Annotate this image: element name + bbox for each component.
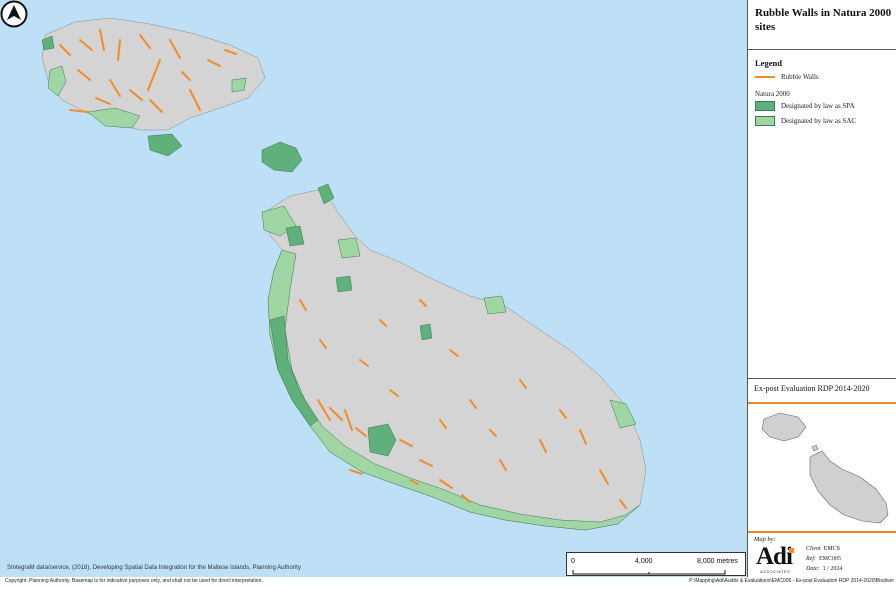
malta-spa-north — [285, 225, 305, 247]
malta-spa-small — [419, 323, 433, 341]
malta-sac-mellieha — [337, 237, 361, 259]
rubble-walls-swatch — [755, 76, 775, 78]
inset-comino — [811, 444, 819, 452]
map-graphics — [41, 17, 647, 531]
legend-title: Legend — [755, 58, 782, 68]
logo-text: Adi — [756, 543, 793, 570]
map-sidebar-panel: Rubble Walls in Natura 2000 sites Legend… — [748, 0, 896, 577]
divider — [748, 378, 896, 379]
map-footer: Copyright: Planning Authority. Basemap i… — [0, 577, 896, 589]
date-line: Date:1 / 2024 — [806, 566, 842, 572]
malta-sac-east — [483, 295, 507, 315]
scale-bar-graphic — [572, 570, 726, 575]
legend-label-spa: Designated by law as SPA — [781, 102, 855, 110]
gozo-sac-south — [87, 107, 141, 129]
logo-accent — [789, 548, 794, 553]
file-path: P:\Mapping\Adi\Audits & Evaluations\EMC0… — [689, 578, 894, 584]
spa-swatch — [755, 101, 775, 111]
inset-overview-map — [761, 412, 889, 524]
divider — [748, 49, 896, 50]
client-label: Client — [806, 546, 821, 552]
gozo-sac-east — [231, 77, 247, 93]
ref-line: Ref:EMC005 — [806, 556, 841, 562]
adi-associates-logo: Adi ASSOCIATES — [756, 543, 796, 575]
comino-island — [261, 141, 303, 173]
legend-natura-heading: Natura 2000 — [755, 90, 790, 98]
project-label: Ex-post Evaluation RDP 2014-2020 — [754, 384, 870, 393]
legend-item-sac: Designated by law as SAC — [755, 116, 856, 126]
scale-tick-8000: 8,000 metres — [697, 558, 738, 565]
legend-label-sac: Designated by law as SAC — [781, 117, 857, 125]
date-value: 1 / 2024 — [822, 566, 843, 572]
gozo-spa-north — [41, 35, 55, 51]
malta-spa-buskett — [367, 423, 397, 457]
divider-accent — [748, 531, 896, 533]
date-label: Date: — [806, 566, 820, 572]
legend-label-rubble-walls: Rubble Walls — [781, 73, 819, 81]
scale-bar: 0 4,000 8,000 metres — [566, 552, 746, 576]
ref-value: EMC005 — [819, 556, 842, 562]
map-by-label: Map by: — [754, 536, 776, 543]
client-value: EMCS — [823, 546, 841, 552]
map-title: Rubble Walls in Natura 2000 sites — [755, 7, 892, 33]
malta-island — [264, 189, 647, 531]
malta-spa-northeast — [317, 183, 335, 205]
divider-accent — [748, 402, 896, 404]
malta-spa-cliffs — [269, 315, 319, 427]
inset-gozo — [761, 412, 807, 442]
map-canvas[interactable]: SIntegraM data/service, (2018), Developi… — [0, 0, 748, 577]
scale-tick-4000: 4,000 — [635, 558, 653, 565]
north-arrow-icon — [0, 0, 28, 28]
malta-spa-centre — [335, 275, 353, 293]
malta-sac-southeast — [609, 399, 637, 429]
scale-tick-0: 0 — [571, 558, 575, 565]
legend-item-rubble-walls: Rubble Walls — [755, 73, 819, 81]
source-note: SIntegraM data/service, (2018), Developi… — [7, 565, 301, 571]
gozo-spa-south — [147, 133, 183, 157]
logo-subtitle: ASSOCIATES — [760, 569, 791, 574]
ref-label: Ref: — [806, 556, 816, 562]
rubble-walls-layer — [59, 29, 627, 509]
copyright-note: Copyright: Planning Authority. Basemap i… — [5, 578, 263, 584]
legend-item-spa: Designated by law as SPA — [755, 101, 855, 111]
gozo-sac-west — [47, 65, 67, 97]
sac-swatch — [755, 116, 775, 126]
inset-malta — [809, 450, 889, 524]
